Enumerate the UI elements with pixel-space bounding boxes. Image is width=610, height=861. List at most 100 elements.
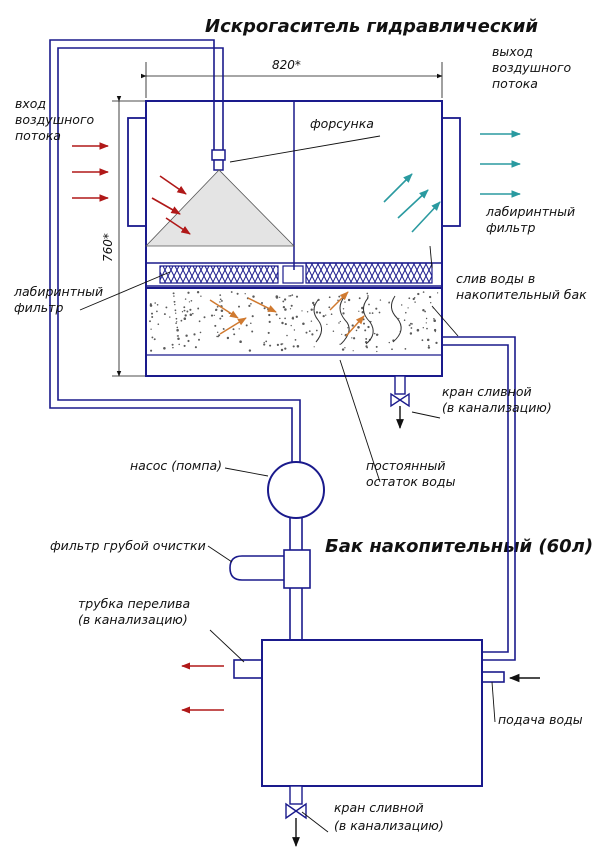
water-particle — [263, 343, 266, 346]
water-particle — [403, 319, 406, 321]
water-particle — [244, 293, 246, 295]
water-particle — [183, 309, 186, 312]
water-particle — [176, 326, 179, 329]
outlet-airflow-arrows — [383, 130, 521, 233]
label-outlet-2: воздушного — [492, 60, 572, 75]
water-particle — [281, 321, 284, 325]
water-particle — [288, 295, 290, 297]
water-particle — [339, 320, 341, 323]
water-particle — [344, 301, 346, 303]
water-particle — [342, 312, 345, 315]
water-particle — [375, 307, 378, 310]
water-particle — [180, 319, 183, 322]
water-particle — [196, 291, 200, 294]
coarse-filter — [229, 549, 311, 589]
water-particle — [238, 305, 240, 308]
water-particle — [165, 306, 168, 309]
water-particle — [347, 298, 351, 302]
water-particle — [219, 301, 221, 303]
water-particle — [364, 329, 367, 332]
water-particle — [187, 291, 190, 294]
water-particle — [328, 296, 331, 299]
water-particle — [248, 349, 252, 352]
water-particle — [378, 311, 381, 314]
water-particle — [220, 309, 224, 312]
water-particle — [282, 300, 285, 303]
water-particle — [215, 309, 217, 311]
water-particle — [183, 344, 186, 347]
water-particle — [422, 291, 425, 293]
water-particle — [199, 331, 202, 334]
water-particle — [284, 347, 287, 350]
water-particle — [232, 328, 235, 331]
water-particle — [375, 345, 378, 348]
water-particle — [417, 292, 420, 296]
water-particle — [200, 295, 202, 297]
water-particle — [344, 347, 346, 349]
top-drain-valve — [390, 375, 410, 429]
water-particle — [194, 346, 197, 349]
water-particle — [283, 298, 287, 301]
water-particle — [173, 295, 175, 297]
water-particle — [358, 297, 361, 300]
label-drain-valve-bottom-1: кран сливной — [334, 800, 424, 815]
water-particle — [367, 295, 369, 297]
water-particle — [230, 291, 233, 293]
water-particle — [175, 322, 177, 324]
water-particle — [150, 312, 154, 315]
dimension-width-value: 820* — [272, 58, 301, 72]
dimension-height — [112, 95, 146, 377]
label-drain-to-tank-1: слив воды в — [456, 271, 535, 286]
outlet-collar — [441, 117, 461, 227]
water-particle — [410, 327, 413, 329]
water-particle — [172, 346, 174, 349]
water-flow-arrows — [209, 291, 365, 337]
water-particle — [410, 322, 412, 325]
water-particle — [251, 315, 254, 318]
water-particle — [221, 315, 224, 318]
water-particle — [428, 295, 432, 299]
leader-lines — [79, 135, 496, 833]
water-particle — [282, 305, 286, 309]
water-particle — [379, 299, 382, 301]
water-particle — [169, 316, 171, 318]
dimension-width — [140, 62, 443, 98]
tank-flow-arrows — [181, 662, 540, 714]
water-particle — [368, 303, 370, 306]
water-particle — [435, 341, 438, 345]
overflow-pipe — [233, 659, 263, 679]
label-drain-valve-top-1: кран сливной — [442, 384, 532, 399]
water-particle — [175, 312, 177, 314]
water-particle — [408, 324, 411, 327]
water-particle — [284, 317, 286, 320]
label-outlet-3: потока — [492, 76, 538, 91]
water-particle — [364, 340, 368, 344]
water-particle — [338, 295, 341, 298]
bottom-drain-valve — [285, 785, 307, 847]
water-particle — [183, 317, 187, 320]
water-particle — [291, 294, 294, 296]
water-particle — [301, 310, 303, 312]
water-particle — [267, 309, 270, 312]
pump — [267, 461, 325, 519]
label-pump: насос (помпа) — [130, 458, 222, 473]
water-particle — [391, 348, 393, 351]
water-particle — [248, 304, 251, 308]
label-residual-water-2: остаток воды — [366, 474, 456, 489]
water-particle — [357, 326, 360, 329]
water-particle — [311, 333, 314, 336]
water-particle — [426, 327, 428, 330]
label-water-supply: подача воды — [498, 712, 583, 727]
water-particle — [267, 331, 270, 334]
water-particle — [157, 323, 160, 326]
water-particle — [281, 343, 284, 345]
water-particle — [363, 322, 365, 325]
water-particle — [163, 347, 166, 350]
label-inlet-3: потока — [15, 128, 61, 143]
water-particle — [289, 294, 292, 297]
water-particle — [310, 308, 313, 311]
water-particle — [315, 329, 318, 332]
water-particle — [414, 301, 416, 303]
water-particle — [171, 343, 174, 346]
